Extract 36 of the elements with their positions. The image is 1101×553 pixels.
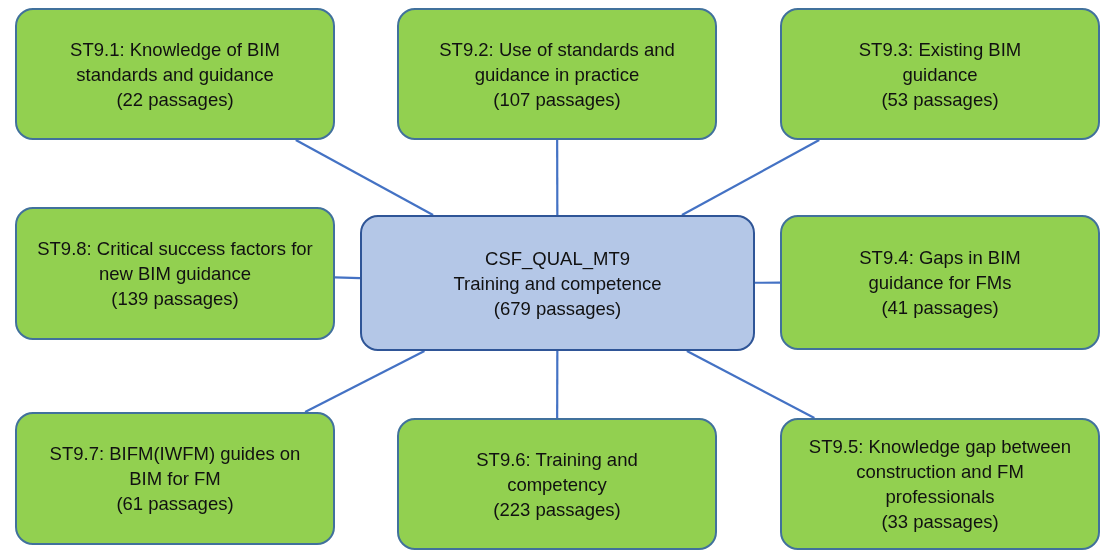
passage-count: (139 passages) [111, 287, 239, 311]
subtopic-box [780, 418, 1100, 550]
topic-title: CSF_QUAL_MT9 [485, 246, 630, 271]
connector-line [556, 351, 559, 418]
connector-line [556, 140, 559, 215]
topic-title: ST9.5: Knowledge gap between construction and FM professionals [807, 435, 1073, 509]
passage-count: (22 passages) [116, 87, 234, 112]
connector-line [686, 350, 815, 419]
central-topic-box [360, 215, 755, 351]
topic-title: ST9.1: Knowledge of BIM standards and guidance [69, 37, 281, 87]
subtopic-box [15, 8, 335, 140]
subtopic-box [15, 412, 335, 545]
connector-line [304, 350, 425, 413]
connector-line [295, 139, 434, 216]
topic-title: ST9.8: Critical success factors for new BIM guidance [36, 237, 314, 286]
passage-count: (33 passages) [881, 510, 999, 534]
connector-line [681, 139, 820, 216]
topic-subtitle: Training and competence [453, 271, 662, 296]
subtopic-box [15, 207, 335, 340]
subtopic-box [397, 418, 717, 550]
connector-line [334, 276, 361, 280]
subtopic-box [780, 215, 1100, 350]
topic-title: ST9.4: Gaps in BIM guidance for FMs [858, 246, 1022, 295]
passage-count: (223 passages) [493, 497, 621, 522]
passage-count: (679 passages) [493, 296, 622, 321]
subtopic-box [780, 8, 1100, 140]
topic-title: ST9.3: Existing BIM guidance [857, 37, 1023, 87]
passage-count: (53 passages) [881, 87, 999, 112]
passage-count: (41 passages) [881, 296, 999, 320]
topic-title: ST9.2: Use of standards and guidance in practice [438, 37, 676, 87]
passage-count: (61 passages) [116, 492, 234, 516]
topic-title: ST9.6: Training and competency [475, 447, 639, 497]
passage-count: (107 passages) [493, 87, 621, 112]
topic-title: ST9.7: BIFM(IWFM) guides on BIM for FM [48, 442, 302, 491]
subtopic-box [397, 8, 717, 140]
connector-line [755, 281, 780, 284]
